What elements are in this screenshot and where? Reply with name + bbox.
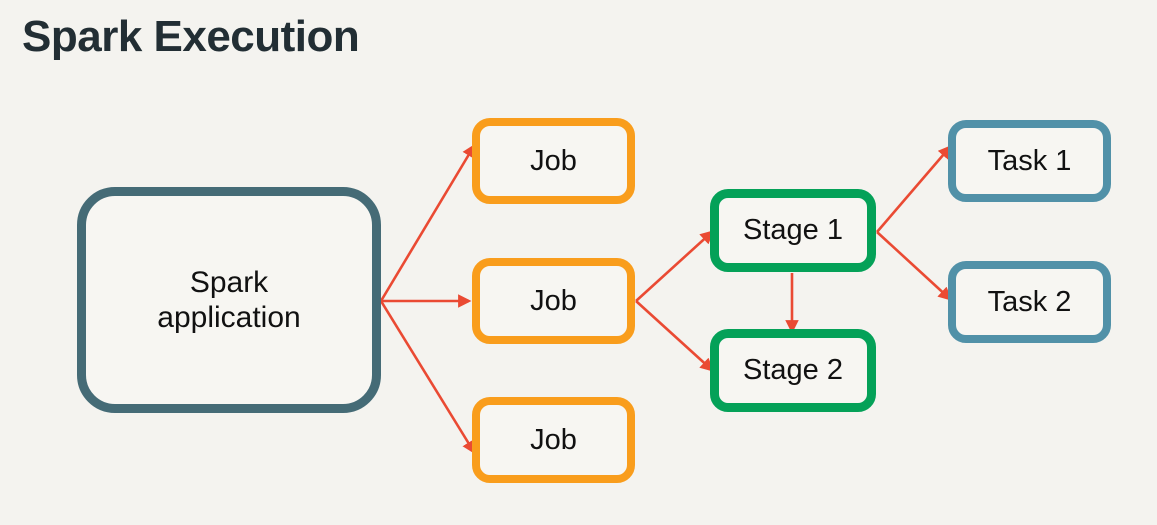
node-label: Task 2	[987, 285, 1072, 318]
edge-job-2-to-stage-2	[635, 300, 714, 372]
edge-spark-application-to-job-3	[379, 300, 476, 455]
node-label: Job	[530, 284, 577, 317]
node-label: Stage 1	[743, 214, 843, 247]
edge-stage-1-to-task-1	[876, 145, 952, 233]
node-label: Spark application	[157, 265, 301, 334]
page-title: Spark Execution	[22, 12, 360, 61]
node-task-1[interactable]: Task 1	[948, 120, 1111, 202]
edge-job-2-to-stage-1	[635, 230, 714, 302]
node-label: Job	[530, 423, 577, 456]
node-spark-application[interactable]: Spark application	[77, 187, 381, 413]
node-label: Task 1	[987, 144, 1072, 177]
node-job-2[interactable]: Job	[472, 258, 635, 344]
edge-spark-application-to-job-1	[379, 143, 476, 302]
node-stage-1[interactable]: Stage 1	[710, 189, 876, 272]
node-label: Job	[530, 144, 577, 177]
node-job-3[interactable]: Job	[472, 397, 635, 483]
node-task-2[interactable]: Task 2	[948, 261, 1111, 343]
node-stage-2[interactable]: Stage 2	[710, 329, 876, 412]
node-job-1[interactable]: Job	[472, 118, 635, 204]
node-label: Stage 2	[743, 354, 843, 387]
edge-stage-1-to-task-2	[876, 231, 952, 301]
